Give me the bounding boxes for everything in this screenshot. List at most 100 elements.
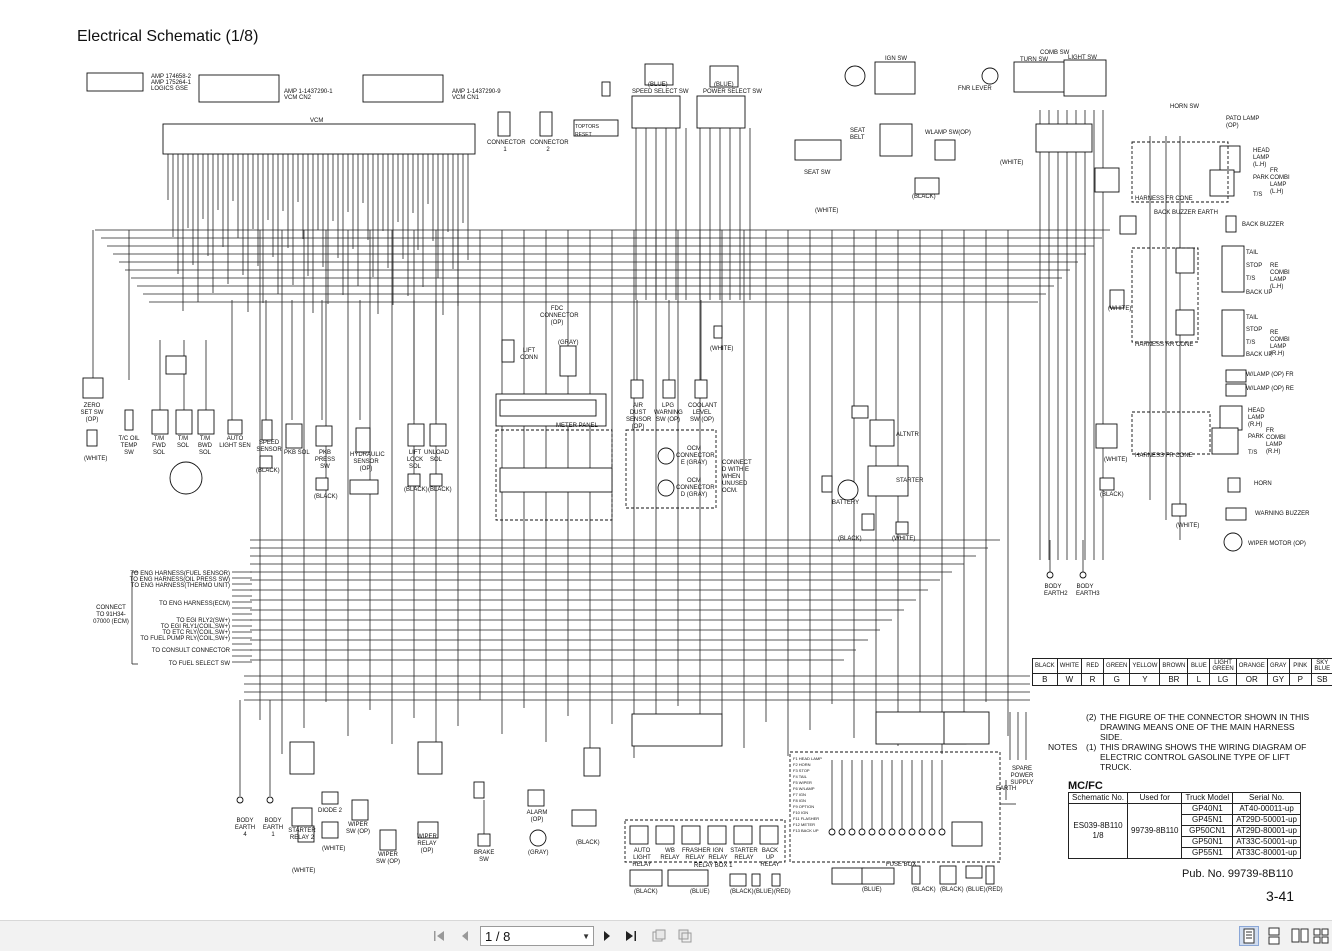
component-label: CONNECTOR 2 (530, 140, 569, 153)
ocm-connector-d (657, 479, 675, 497)
ocm-frame (625, 429, 717, 509)
chevron-down-icon[interactable]: ▼ (582, 932, 590, 941)
wiper-relay (417, 821, 439, 839)
serial-header: Truck Model (1181, 792, 1234, 804)
component-label: SEAT BELT (850, 128, 866, 141)
component-label: LIFT LOCK SOL (406, 450, 424, 470)
sensor (630, 379, 644, 399)
vcm-block (162, 123, 476, 155)
solenoid (151, 409, 169, 435)
component-label: STARTER RELAY (730, 848, 758, 861)
zero-set-switch (82, 377, 104, 399)
color-code: R (1081, 673, 1105, 686)
component-label: (BLACK) (256, 468, 280, 474)
fuse (888, 828, 896, 836)
connector (821, 475, 833, 493)
vcm-cn2-connector (198, 74, 280, 103)
component-label: T/M FWD SOL (152, 436, 166, 456)
combi-lamp-re-rh (1221, 309, 1245, 357)
component-label: (BLACK) (912, 194, 936, 200)
connector (939, 865, 957, 885)
connector (321, 821, 339, 839)
two-page-view-icon[interactable] (1290, 926, 1310, 946)
fuse-item: F3 STOP (793, 768, 810, 773)
component-label: (WHITE) (292, 868, 316, 874)
fuse-item: F5 WIPER (793, 780, 812, 785)
fuse-item: F9 OPTION (793, 804, 815, 809)
component-label: T/S (1246, 276, 1256, 282)
component-label: STOP (1246, 327, 1263, 333)
fuse-item: F10 IGN (793, 810, 809, 815)
fnr-lever (981, 67, 999, 85)
relay (629, 825, 649, 845)
meter-panel-connector (499, 467, 613, 493)
wiper-switch (379, 829, 397, 851)
component-label: BODY EARTH3 (1076, 584, 1100, 597)
body-earth (266, 796, 274, 804)
continuous-view-icon[interactable] (1264, 926, 1284, 946)
relay-box-connector (631, 713, 723, 747)
component-label: (BLUE) (862, 887, 882, 893)
connector (583, 747, 601, 777)
connector (751, 873, 761, 887)
page-number-field[interactable]: 1 / 8 ▼ (480, 926, 594, 946)
component-label: LIGHT SW (1068, 55, 1097, 61)
combi-lamp-fr-lh (1209, 169, 1235, 197)
connector-round (169, 461, 203, 495)
ecm-connection-label: TO ENG HARNESS(OIL PRESS SW) (129, 577, 230, 583)
connector (729, 873, 747, 887)
component-label: EARTH (996, 786, 1017, 792)
ecm-connection-label: TO EGI RLY2(SW+) (176, 618, 230, 624)
wlamp-switch (934, 139, 956, 161)
facing-view-icon[interactable] (1312, 926, 1332, 946)
component-label: FNR LEVER (958, 86, 992, 92)
truck-model: GP45N1 (1181, 814, 1234, 826)
connector (1175, 247, 1195, 274)
component-label: PARK (1253, 175, 1269, 181)
brake-switch (477, 833, 491, 847)
pkb-solenoid (285, 423, 303, 449)
component-label: BACK BUZZER EARTH (1154, 210, 1218, 216)
component-label: ALTNTR (896, 432, 919, 438)
color-name: WHITE (1056, 658, 1083, 674)
ecm-label: AMP 1-1437290-9 (452, 89, 501, 95)
body-earth (1046, 571, 1054, 579)
tc-oil-temp-switch (124, 409, 134, 431)
harness-frame (1131, 141, 1229, 203)
serial-no: AT33C-80001-up (1232, 847, 1301, 859)
next-page-icon[interactable] (598, 927, 616, 945)
color-name: SKY BLUE (1310, 658, 1332, 674)
component-label: DIODE 2 (318, 808, 343, 814)
component-label: (BLUE) (966, 887, 986, 893)
component-label: ZERO SET SW (OP) (80, 403, 104, 423)
copy-icon[interactable] (650, 927, 668, 945)
component-label: (WHITE) (1104, 457, 1128, 463)
color-name: GREEN (1103, 658, 1131, 674)
connector (1035, 123, 1093, 153)
paste-icon[interactable] (676, 927, 694, 945)
ecm-connection-label: TO FUEL PUMP RLY(COIL,SW+) (140, 636, 230, 642)
first-page-icon[interactable] (430, 927, 448, 945)
vcm-cn1-connector (362, 74, 444, 103)
starter-relay-2 (291, 807, 313, 827)
combi-lamp-re-lh (1221, 245, 1245, 293)
single-page-view-icon[interactable] (1239, 926, 1259, 946)
serial-no: AT40-00011-up (1232, 803, 1301, 815)
component-label: PARK (1248, 434, 1264, 440)
prev-page-icon[interactable] (456, 927, 474, 945)
connector (1099, 477, 1115, 491)
light-switch (1063, 59, 1107, 97)
sensor (694, 379, 708, 399)
component-label: HORN (1254, 481, 1272, 487)
last-page-icon[interactable] (622, 927, 640, 945)
lift-lock-solenoid (407, 423, 425, 447)
connector (1095, 423, 1118, 449)
color-name: PINK (1288, 658, 1312, 674)
component-label: BACK UP RELAY (760, 848, 780, 868)
component-label: SPEED SENSOR (256, 440, 282, 453)
component-label: WIPER SW (OP) (376, 852, 400, 865)
component-label: HYDRAULIC SENSOR (OP) (350, 452, 385, 472)
horn (1227, 477, 1241, 493)
fuse (858, 828, 866, 836)
component-label: ALARM (OP) (526, 810, 548, 823)
